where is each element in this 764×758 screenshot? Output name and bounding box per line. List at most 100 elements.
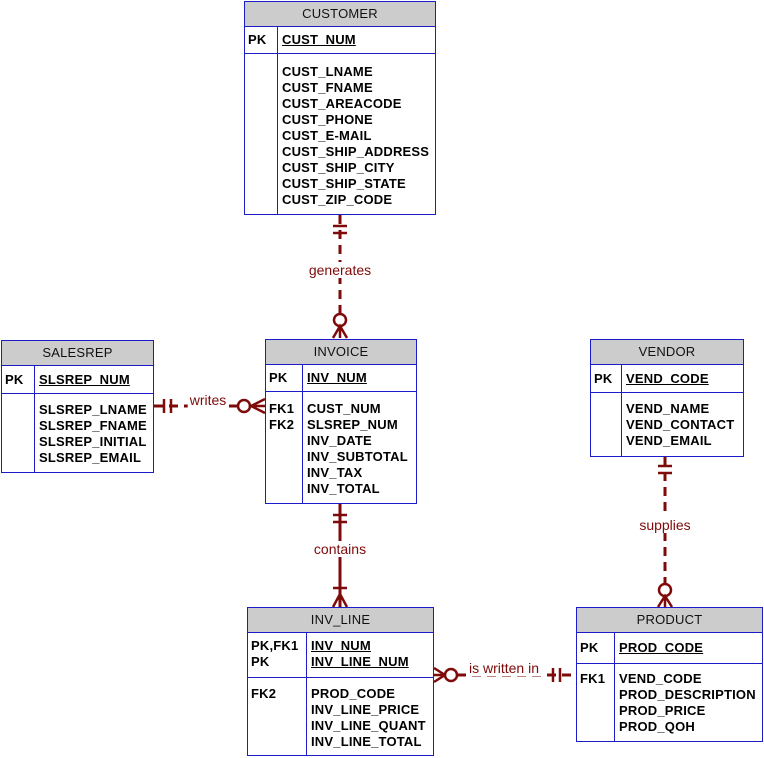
attribute-section: FK1 FK2 CUST_NUM SLSREP_NUM INV_DATE INV…: [266, 392, 416, 503]
attribute-cust-num: CUST_NUM: [307, 401, 381, 416]
key-column: FK1: [577, 664, 615, 741]
entity-customer: CUSTOMER PK CUST_NUM CUST_LNAME CUST_FNA…: [244, 1, 436, 215]
key-marker: FK1: [580, 671, 606, 686]
attribute-vend-contact: VEND_CONTACT: [626, 417, 735, 432]
attribute-section: FK2 PROD_CODE INV_LINE_PRICE INV_LINE_QU…: [248, 678, 433, 755]
attribute-inv-tax: INV_TAX: [307, 465, 363, 480]
primary-key-section: PK CUST_NUM: [245, 27, 435, 54]
key-marker: PK: [248, 32, 267, 47]
key-column: [591, 393, 622, 456]
attribute-inv-subtotal: INV_SUBTOTAL: [307, 449, 408, 464]
attribute-cust-ship-city: CUST_SHIP_CITY: [282, 160, 395, 175]
key-column: FK1 FK2: [266, 392, 303, 503]
attribute-column: CUST_LNAME CUST_FNAME CUST_AREACODE CUST…: [278, 54, 435, 214]
attribute-column: INV_NUM: [303, 365, 416, 391]
key-column: PK: [245, 27, 278, 53]
attribute-cust-areacode: CUST_AREACODE: [282, 96, 402, 111]
entity-title: INV_LINE: [248, 608, 433, 633]
attribute-vend-code: VEND_CODE: [619, 671, 702, 686]
attribute-vend-name: VEND_NAME: [626, 401, 710, 416]
entity-title: VENDOR: [591, 340, 743, 365]
attribute-cust-num: CUST_NUM: [282, 32, 356, 47]
primary-key-section: PK VEND_CODE: [591, 365, 743, 393]
one-mandatory-icon: [162, 399, 173, 413]
attribute-inv-num: INV_NUM: [307, 370, 367, 385]
attribute-section: SLSREP_LNAME SLSREP_FNAME SLSREP_INITIAL…: [2, 394, 153, 472]
entity-invoice: INVOICE PK INV_NUM FK1 FK2 CUST_NUM SLSR…: [265, 339, 417, 504]
attribute-prod-description: PROD_DESCRIPTION: [619, 687, 756, 702]
attribute-vend-email: VEND_EMAIL: [626, 433, 712, 448]
crows-foot: [331, 591, 349, 608]
key-column: PK,FK1 PK: [248, 633, 307, 677]
one-mandatory-icon: [658, 464, 672, 475]
key-column: PK: [266, 365, 303, 391]
attribute-cust-lname: CUST_LNAME: [282, 64, 373, 79]
primary-key-section: PK,FK1 PK INV_NUM INV_LINE_NUM: [248, 633, 433, 678]
attribute-cust-fname: CUST_FNAME: [282, 80, 373, 95]
zero-or-many-icon: [656, 582, 674, 608]
entity-title: CUSTOMER: [245, 2, 435, 27]
key-marker: PK,FK1: [251, 638, 299, 653]
attribute-inv-num: INV_NUM: [311, 638, 371, 653]
attribute-cust-email: CUST_E-MAIL: [282, 128, 372, 143]
attribute-prod-code: PROD_CODE: [311, 686, 396, 701]
key-column: [2, 394, 35, 472]
primary-key-section: PK SLSREP_NUM: [2, 366, 153, 394]
attribute-slsrep-fname: SLSREP_FNAME: [39, 418, 147, 433]
attribute-column: SLSREP_NUM: [35, 366, 153, 393]
attribute-prod-price: PROD_PRICE: [619, 703, 706, 718]
key-column: PK: [2, 366, 35, 393]
key-column: [245, 54, 278, 214]
attribute-column: CUST_NUM: [278, 27, 435, 53]
relationship-label-supplies: supplies: [637, 517, 693, 533]
one-mandatory-icon: [551, 668, 562, 682]
attribute-inv-date: INV_DATE: [307, 433, 372, 448]
crows-foot: [331, 323, 349, 339]
key-marker: FK1: [269, 401, 295, 416]
key-marker: PK: [594, 371, 613, 386]
entity-title: SALESREP: [2, 341, 153, 366]
one-mandatory-icon: [333, 224, 347, 235]
optional-circle: [443, 667, 459, 683]
zero-or-many-icon: [331, 312, 349, 339]
key-column: PK: [591, 365, 622, 392]
attribute-prod-code: PROD_CODE: [619, 640, 704, 655]
relationship-label-contains: contains: [311, 541, 369, 557]
attribute-slsrep-email: SLSREP_EMAIL: [39, 450, 142, 465]
entity-salesrep: SALESREP PK SLSREP_NUM SLSREP_LNAME SLSR…: [1, 340, 154, 473]
attribute-column: PROD_CODE: [615, 633, 762, 663]
attribute-section: FK1 VEND_CODE PROD_DESCRIPTION PROD_PRIC…: [577, 664, 762, 741]
attribute-cust-ship-state: CUST_SHIP_STATE: [282, 176, 406, 191]
attribute-cust-phone: CUST_PHONE: [282, 112, 373, 127]
primary-key-section: PK INV_NUM: [266, 365, 416, 392]
attribute-inv-line-quant: INV_LINE_QUANT: [311, 718, 426, 733]
attribute-column: VEND_NAME VEND_CONTACT VEND_EMAIL: [622, 393, 743, 456]
attribute-slsrep-lname: SLSREP_LNAME: [39, 402, 147, 417]
crows-foot: [433, 666, 448, 684]
attribute-column: VEND_CODE: [622, 365, 743, 392]
relationship-salesrep-invoice: [154, 397, 266, 415]
optional-circle: [236, 398, 252, 414]
key-column: FK2: [248, 678, 307, 755]
attribute-slsrep-num: SLSREP_NUM: [307, 417, 398, 432]
key-marker: PK: [251, 654, 270, 669]
zero-or-many-icon: [236, 397, 266, 415]
one-mandatory-icon: [333, 513, 347, 524]
attribute-cust-zip-code: CUST_ZIP_CODE: [282, 192, 393, 207]
key-marker: FK2: [269, 417, 295, 432]
attribute-slsrep-initial: SLSREP_INITIAL: [39, 434, 147, 449]
attribute-inv-total: INV_TOTAL: [307, 481, 380, 496]
attribute-section: VEND_NAME VEND_CONTACT VEND_EMAIL: [591, 393, 743, 456]
attribute-section: CUST_LNAME CUST_FNAME CUST_AREACODE CUST…: [245, 54, 435, 214]
entity-product: PRODUCT PK PROD_CODE FK1 VEND_CODE PROD_…: [576, 607, 763, 742]
entity-inv-line: INV_LINE PK,FK1 PK INV_NUM INV_LINE_NUM …: [247, 607, 434, 756]
entity-title: PRODUCT: [577, 608, 762, 633]
attribute-inv-line-total: INV_LINE_TOTAL: [311, 734, 422, 749]
attribute-slsrep-num: SLSREP_NUM: [39, 372, 130, 387]
key-marker: FK2: [251, 686, 277, 701]
attribute-column: INV_NUM INV_LINE_NUM: [307, 633, 433, 677]
relationship-label-writes: writes: [187, 392, 229, 408]
attribute-column: SLSREP_LNAME SLSREP_FNAME SLSREP_INITIAL…: [35, 394, 153, 472]
crows-foot: [656, 593, 674, 608]
